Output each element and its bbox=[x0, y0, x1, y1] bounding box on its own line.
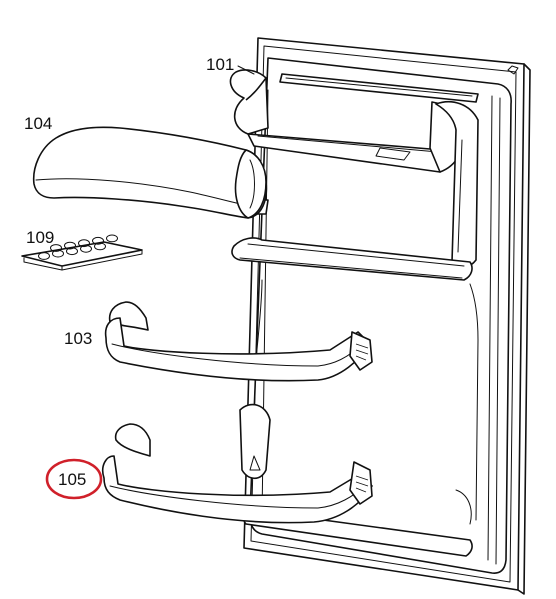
svg-text:104: 104 bbox=[24, 114, 52, 133]
svg-text:109: 109 bbox=[26, 228, 54, 247]
bottom-removable-shelf bbox=[101, 423, 373, 524]
label-101: 101 bbox=[206, 55, 255, 75]
egg-cup bbox=[38, 252, 50, 260]
egg-cup bbox=[80, 244, 92, 253]
egg-cup bbox=[52, 249, 64, 258]
door-top-rail bbox=[279, 73, 479, 103]
middle-removable-shelf bbox=[104, 301, 373, 382]
egg-cup bbox=[78, 239, 90, 248]
label-103: 103 bbox=[64, 329, 92, 348]
egg-cup bbox=[106, 234, 118, 243]
egg-cup bbox=[50, 244, 62, 252]
egg-cup bbox=[94, 242, 106, 251]
svg-text:103: 103 bbox=[64, 329, 92, 348]
egg-cup bbox=[92, 236, 104, 245]
butter-compartment-cover bbox=[32, 126, 268, 219]
label-104: 104 bbox=[24, 114, 52, 133]
egg-cup bbox=[64, 241, 76, 250]
door-middle-shelf bbox=[231, 237, 473, 281]
highlight-circle-105 bbox=[45, 458, 103, 500]
label-105: 105 bbox=[58, 470, 86, 489]
egg-tray bbox=[21, 234, 143, 271]
svg-text:101: 101 bbox=[206, 55, 234, 74]
label-109: 109 bbox=[26, 228, 54, 247]
egg-cup bbox=[66, 247, 78, 256]
svg-text:105: 105 bbox=[58, 470, 86, 489]
